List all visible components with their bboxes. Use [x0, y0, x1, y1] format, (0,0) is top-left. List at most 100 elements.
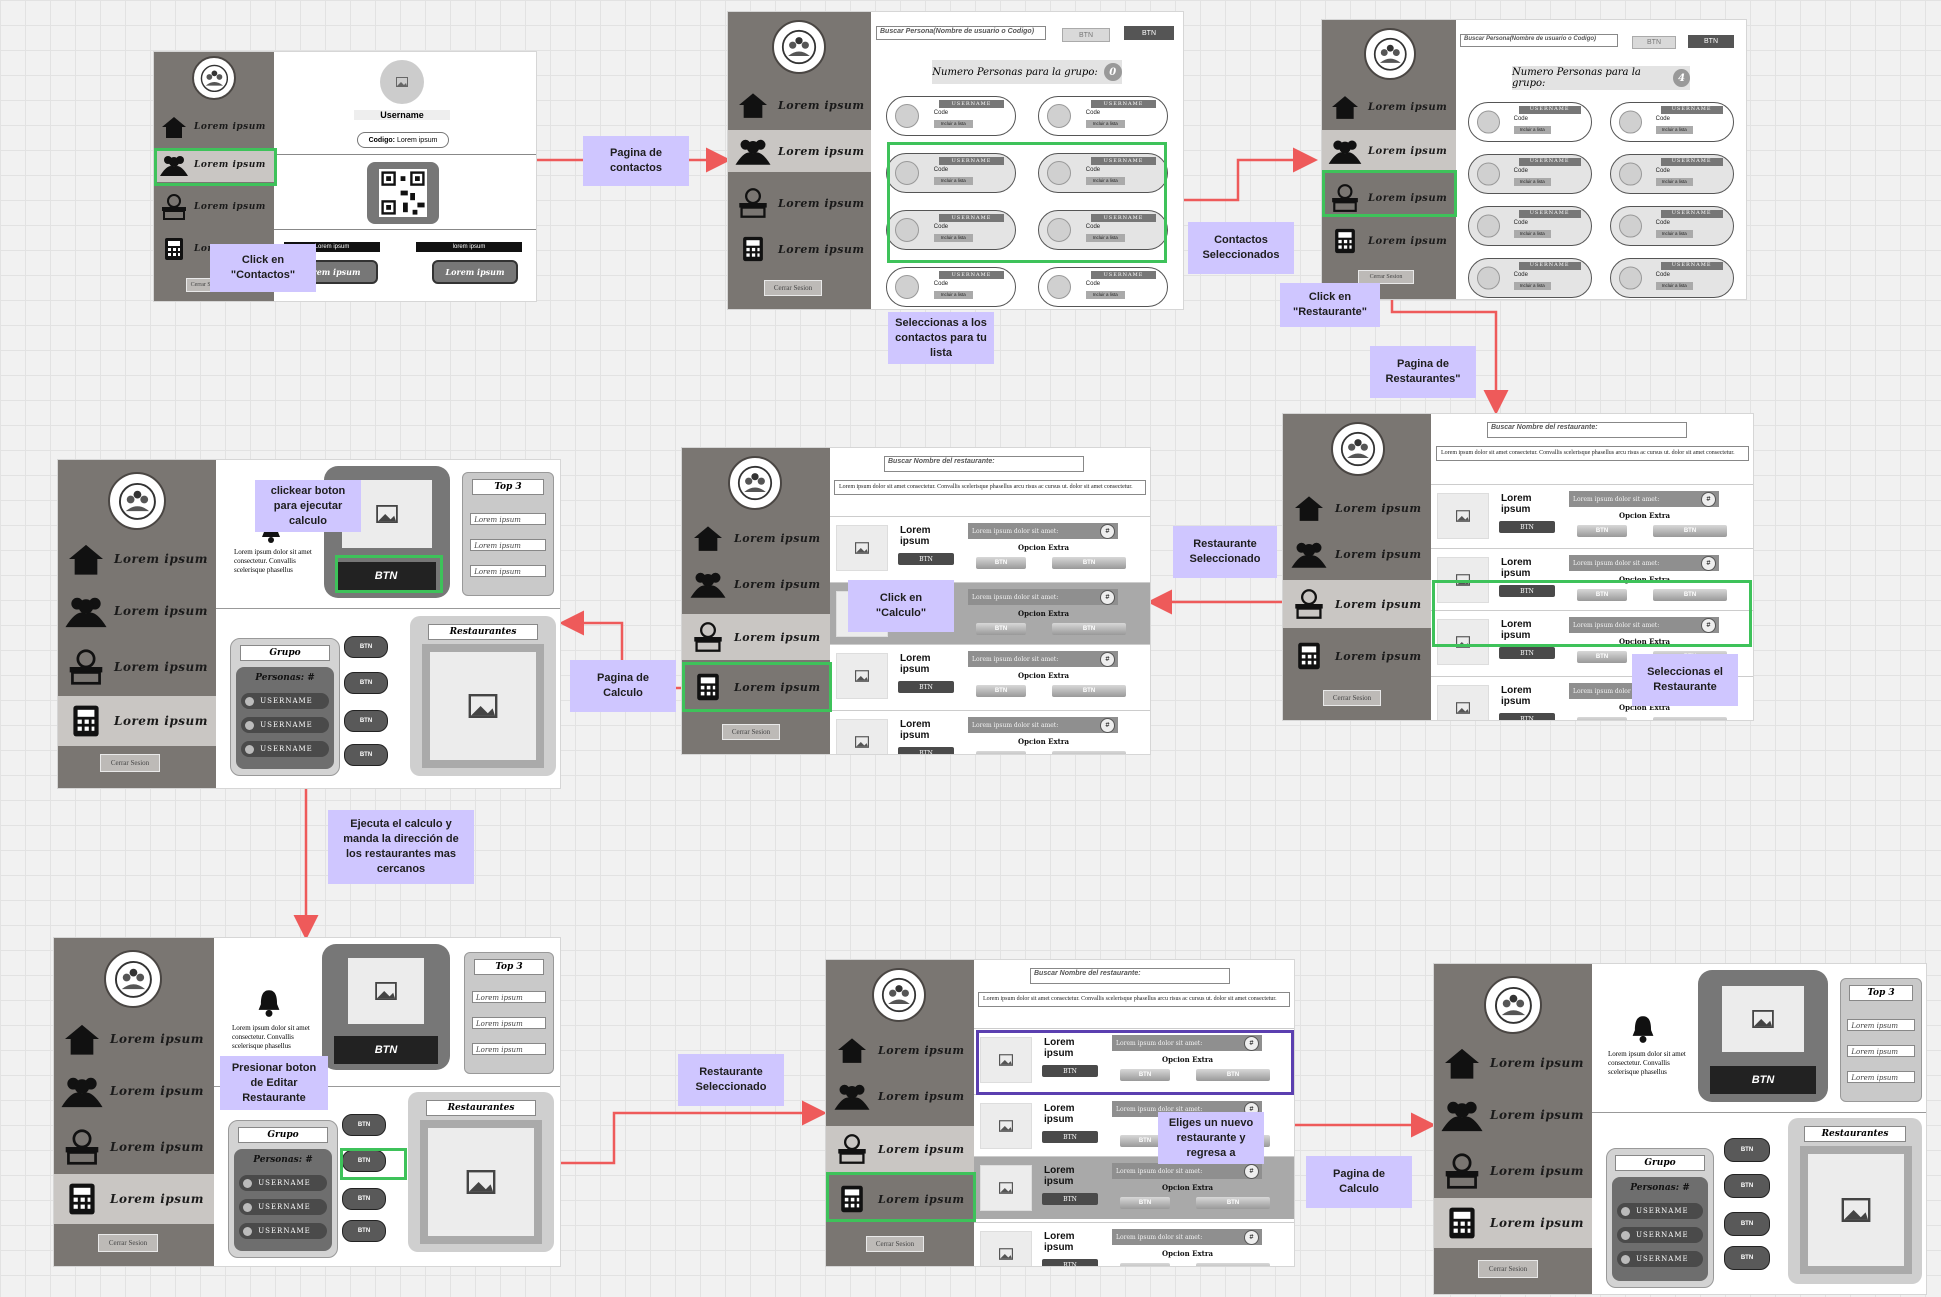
nav-restaurants[interactable]: Lorem ipsum: [154, 190, 274, 224]
option-button[interactable]: BTN: [1196, 1263, 1270, 1266]
option-button[interactable]: BTN: [976, 623, 1026, 635]
nav-home[interactable]: Lorem ipsum: [826, 1028, 974, 1072]
add-to-list-button[interactable]: Incluir a lista: [1085, 291, 1125, 300]
option-button[interactable]: BTN: [1196, 1069, 1270, 1081]
search-button[interactable]: BTN: [1632, 36, 1676, 49]
pill-button[interactable]: BTN: [342, 1188, 386, 1210]
number-badge[interactable]: #: [1701, 556, 1716, 571]
option-button[interactable]: BTN: [1653, 717, 1727, 720]
nav-contacts[interactable]: Lorem ipsum: [1283, 532, 1431, 576]
restaurant-button[interactable]: BTN: [1042, 1259, 1098, 1266]
option-button[interactable]: BTN: [1653, 525, 1727, 537]
nav-contacts[interactable]: Lorem ipsum: [54, 1066, 214, 1116]
restaurant-button[interactable]: BTN: [1499, 585, 1555, 597]
number-badge[interactable]: #: [1701, 492, 1716, 507]
restaurant-button[interactable]: BTN: [898, 553, 954, 565]
nav-contacts[interactable]: Lorem ipsum: [154, 148, 274, 182]
nav-home[interactable]: Lorem ipsum: [1434, 1038, 1592, 1088]
nav-restaurants[interactable]: Lorem ipsum: [682, 614, 830, 660]
add-to-list-button[interactable]: Incluir a lista: [933, 177, 973, 186]
nav-calculator[interactable]: Lorem ipsum: [682, 664, 830, 710]
restaurant-search-input[interactable]: Buscar Nombre del restaurante:: [884, 456, 1084, 472]
nav-contacts[interactable]: Lorem ipsum: [826, 1074, 974, 1118]
nav-home[interactable]: Lorem ipsum: [58, 534, 216, 584]
option-button[interactable]: BTN: [1653, 589, 1727, 601]
logout-button[interactable]: Cerrar Sesion: [722, 724, 780, 740]
nav-restaurants[interactable]: Lorem ipsum: [826, 1126, 974, 1172]
number-badge[interactable]: #: [1244, 1230, 1259, 1245]
add-to-list-button[interactable]: Incluir a lista: [1085, 120, 1125, 129]
logout-button[interactable]: Cerrar Sesion: [1358, 270, 1414, 284]
pill-button[interactable]: BTN: [342, 1114, 386, 1136]
option-button[interactable]: BTN: [1196, 1197, 1270, 1209]
pill-button[interactable]: BTN: [342, 1220, 386, 1242]
nav-calculator[interactable]: Lorem ipsum: [1283, 634, 1431, 678]
option-button[interactable]: BTN: [976, 685, 1026, 697]
nav-calculator[interactable]: Lorem ipsum: [1322, 220, 1456, 262]
option-button[interactable]: BTN: [1577, 525, 1627, 537]
restaurant-button[interactable]: BTN: [1499, 521, 1555, 533]
contacts-search-input[interactable]: Buscar Persona(Nombre de usuario o Codig…: [1460, 34, 1618, 47]
pill-button[interactable]: BTN: [344, 636, 388, 658]
calculo-button[interactable]: BTN: [1710, 1066, 1816, 1094]
option-button[interactable]: BTN: [1120, 1069, 1170, 1081]
add-to-list-button[interactable]: Incluir a lista: [1085, 177, 1125, 186]
search-button[interactable]: BTN: [1062, 28, 1110, 42]
restaurant-button[interactable]: BTN: [898, 681, 954, 693]
number-badge[interactable]: #: [1244, 1164, 1259, 1179]
add-to-list-button[interactable]: Incluir a lista: [933, 120, 973, 129]
number-badge[interactable]: #: [1100, 524, 1115, 539]
add-to-list-button[interactable]: Incluir a lista: [1655, 230, 1693, 238]
pill-button[interactable]: BTN: [1724, 1138, 1770, 1162]
pill-button[interactable]: BTN: [344, 744, 388, 766]
pill-button[interactable]: BTN: [344, 710, 388, 732]
add-to-list-button[interactable]: Incluir a lista: [1513, 178, 1551, 186]
restaurant-button[interactable]: BTN: [1499, 647, 1555, 659]
logout-button[interactable]: Cerrar Sesion: [866, 1236, 924, 1252]
restaurant-button[interactable]: BTN: [1499, 713, 1555, 720]
option-button[interactable]: BTN: [1120, 1197, 1170, 1209]
calculo-button[interactable]: BTN: [336, 562, 436, 590]
add-to-list-button[interactable]: Incluir a lista: [1513, 126, 1551, 134]
number-badge[interactable]: #: [1701, 618, 1716, 633]
option-button[interactable]: BTN: [1052, 623, 1126, 635]
option-button[interactable]: BTN: [1120, 1263, 1170, 1266]
nav-calculator[interactable]: Lorem ipsum: [1434, 1198, 1592, 1248]
option-button[interactable]: BTN: [1577, 651, 1627, 663]
nav-restaurants[interactable]: Lorem ipsum: [1434, 1146, 1592, 1196]
number-badge[interactable]: #: [1100, 718, 1115, 733]
option-button[interactable]: BTN: [1052, 751, 1126, 754]
number-badge[interactable]: #: [1100, 652, 1115, 667]
option-button[interactable]: BTN: [976, 557, 1026, 569]
nav-calculator[interactable]: Lorem ipsum: [58, 696, 216, 746]
search-button-dark[interactable]: BTN: [1688, 35, 1734, 48]
restaurant-button[interactable]: BTN: [1042, 1193, 1098, 1205]
logout-button[interactable]: Cerrar Sesion: [98, 1234, 158, 1252]
add-to-list-button[interactable]: Incluir a lista: [1513, 230, 1551, 238]
nav-home[interactable]: Lorem ipsum: [728, 84, 871, 126]
nav-restaurants[interactable]: Lorem ipsum: [1322, 177, 1456, 219]
nav-home[interactable]: Lorem ipsum: [54, 1014, 214, 1064]
nav-restaurants[interactable]: Lorem ipsum: [728, 182, 871, 224]
restaurant-button[interactable]: BTN: [1042, 1065, 1098, 1077]
nav-restaurants[interactable]: Lorem ipsum: [54, 1122, 214, 1172]
nav-home[interactable]: Lorem ipsum: [1322, 86, 1456, 128]
add-to-list-button[interactable]: Incluir a lista: [1513, 282, 1551, 290]
option-button[interactable]: BTN: [1052, 557, 1126, 569]
